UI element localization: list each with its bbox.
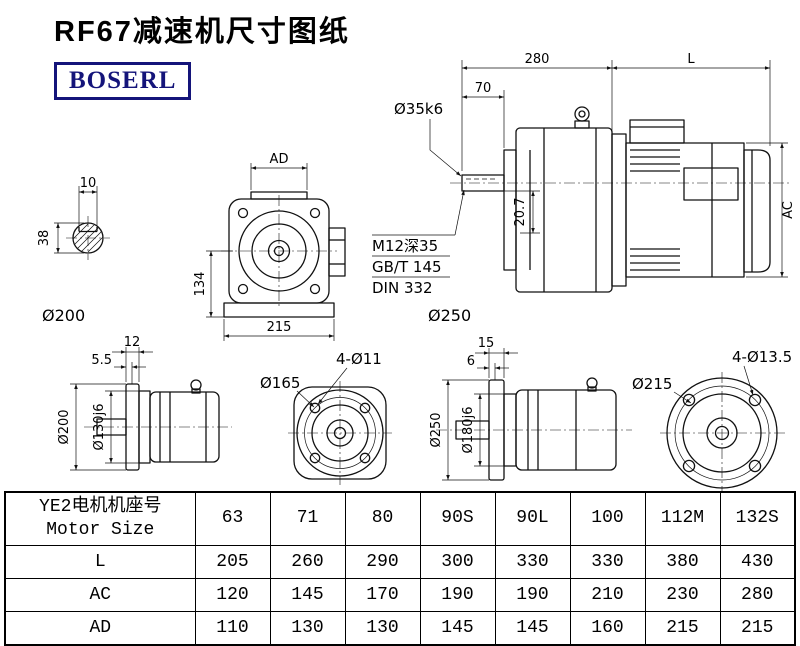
- view-front: AD 134 215: [193, 152, 346, 341]
- table-row-AC: AC 120 145 170 190 190 210 230 280: [4, 578, 796, 612]
- view-side-assembly: 280 L 70 Ø35k6 20.7 AC M12深35 GB/T 145 D…: [372, 52, 796, 325]
- dim-spigot-180j6: Ø180j6: [461, 407, 476, 454]
- label-holes-4x11: 4-Ø11: [336, 350, 382, 368]
- dim-motor-dia-AC: AC: [781, 201, 796, 219]
- table-cell: 120: [194, 578, 271, 612]
- table-cell: 130: [344, 611, 421, 646]
- table-row-AD: AD 110 130 130 145 145 160 215 215: [4, 611, 796, 646]
- table-cell: 160: [569, 611, 646, 646]
- label-flange-od-250: Ø250: [428, 306, 471, 325]
- dim-front-width-215: 215: [267, 320, 292, 335]
- table-cell: 300: [419, 545, 496, 579]
- table-cell: 170: [344, 578, 421, 612]
- motor-size-column: 132S: [719, 491, 796, 546]
- technical-drawing: 10 38 Ø200 AD 134 215: [37, 52, 796, 491]
- row-label-AC: AC: [4, 578, 196, 612]
- motor-size-column: 100: [569, 491, 646, 546]
- table-cell: 330: [569, 545, 646, 579]
- dim-key-20-7: 20.7: [513, 198, 528, 227]
- table-cell: 190: [494, 578, 571, 612]
- motor-size-column: 112M: [644, 491, 721, 546]
- view-flange-side-large: 15 6 Ø250 Ø180j6: [429, 336, 632, 481]
- table-cell: 130: [269, 611, 346, 646]
- row-label-L: L: [4, 545, 196, 579]
- motor-size-column: 80: [344, 491, 421, 546]
- motor-size-column: 63: [194, 491, 271, 546]
- table-cell: 330: [494, 545, 571, 579]
- dim-spigot-130j6: Ø130j6: [92, 404, 107, 451]
- dim-flange-6: 6: [467, 354, 475, 369]
- motor-size-header-cell: YE2电机机座号 Motor Size: [4, 491, 196, 546]
- table-cell: 230: [644, 578, 721, 612]
- dim-flange-15: 15: [478, 336, 495, 351]
- motor-size-column: 90L: [494, 491, 571, 546]
- note-gbt-145: GB/T 145: [372, 258, 442, 276]
- dim-flange-5-5: 5.5: [91, 353, 112, 368]
- label-bolt-circle-215: Ø215: [632, 375, 672, 393]
- table-cell: 145: [419, 611, 496, 646]
- dim-motor-length-L: L: [687, 52, 695, 67]
- dim-front-height-134: 134: [193, 272, 208, 297]
- row-label-AD: AD: [4, 611, 196, 646]
- table-cell: 145: [494, 611, 571, 646]
- dim-ad-front: AD: [270, 152, 289, 167]
- table-cell: 215: [719, 611, 796, 646]
- brand-logo-text: BOSERL: [69, 67, 177, 94]
- table-cell: 190: [419, 578, 496, 612]
- page-title: RF67减速机尺寸图纸: [54, 16, 350, 48]
- table-cell: 260: [269, 545, 346, 579]
- table-cell: 215: [644, 611, 721, 646]
- table-cell: 145: [269, 578, 346, 612]
- dim-shaft-length-70: 70: [475, 81, 492, 96]
- view-flange-front-small: Ø165 4-Ø11: [260, 350, 392, 485]
- table-cell: 380: [644, 545, 721, 579]
- dim-shaft-height: 38: [37, 230, 52, 247]
- table-header-row: YE2电机机座号 Motor Size 63 71 80 90S 90L 100…: [4, 491, 796, 546]
- dim-flange-od-250: Ø250: [429, 412, 444, 447]
- label-bolt-circle-165: Ø165: [260, 374, 300, 392]
- motor-size-header-en: Motor Size: [46, 520, 155, 540]
- label-shaft-dia: Ø35k6: [394, 100, 443, 118]
- dim-flange-od-200: Ø200: [57, 409, 72, 444]
- motor-size-header-cn: YE2电机机座号: [39, 496, 162, 517]
- view-flange-side-small: 12 5.5 Ø200 Ø130j6: [57, 335, 232, 471]
- table-cell: 110: [194, 611, 271, 646]
- note-thread-m12: M12深35: [372, 237, 438, 255]
- motor-size-column: 71: [269, 491, 346, 546]
- note-din-332: DIN 332: [372, 279, 433, 297]
- dim-flange-12: 12: [124, 335, 141, 350]
- table-cell: 280: [719, 578, 796, 612]
- dim-keyway-width: 10: [80, 176, 97, 191]
- motor-size-column: 90S: [419, 491, 496, 546]
- table-row-L: L 205 260 290 300 330 330 380 430: [4, 545, 796, 579]
- dimension-table: YE2电机机座号 Motor Size 63 71 80 90S 90L 100…: [4, 491, 796, 646]
- dim-gearbox-length-280: 280: [525, 52, 550, 67]
- table-cell: 205: [194, 545, 271, 579]
- label-flange-od-200: Ø200: [42, 306, 85, 325]
- brand-logo: BOSERL: [54, 62, 192, 100]
- label-holes-4x13-5: 4-Ø13.5: [732, 348, 792, 366]
- table-cell: 290: [344, 545, 421, 579]
- view-flange-front-large: Ø215 4-Ø13.5: [632, 348, 792, 491]
- table-cell: 430: [719, 545, 796, 579]
- table-cell: 210: [569, 578, 646, 612]
- view-shaft-section: 10 38 Ø200: [37, 176, 110, 325]
